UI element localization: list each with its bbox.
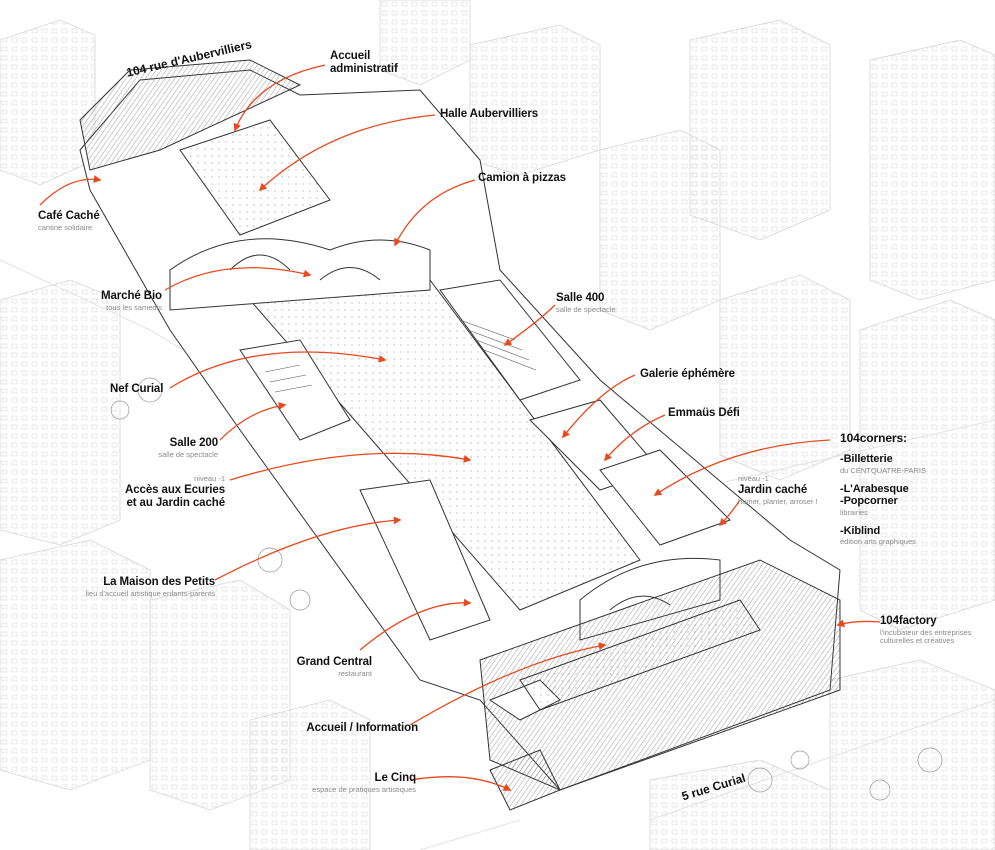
label-galerie-ephemere: Galerie éphémère [640,368,735,381]
label-nef-title: Nef Curial [110,383,164,395]
label-salle200-sub: salle de spectacle [158,449,218,459]
label-factory-sub: l'incubateur des entreprises culturelles… [880,627,972,646]
label-jardin-sub: humer, planter, arroser ! [738,497,818,507]
leader-marche [164,267,312,291]
label-le-cinq: Le Cinq espace de pratiques artistiques [266,772,416,794]
label-cafe-cache: Café Caché cantine solidaire [38,210,100,232]
leader-camion [394,179,476,247]
corner-kiblind: -Kiblind édition arts graphiques [840,525,926,547]
leader-corners [653,439,831,496]
leader-lines [39,64,881,791]
leader-salle400 [503,304,556,346]
label-marche-title: Marché Bio [101,290,162,302]
label-factory-title: 104factory [880,615,937,627]
label-104corners: 104corners: -Billetterie du CENTQUATRE-P… [840,431,926,547]
main-complex [79,59,841,811]
leader-ecuries [229,452,472,481]
label-halle-title: Halle Aubervilliers [440,108,539,120]
label-jardin-level: niveau -1 [738,474,769,483]
label-accueil-administratif: Accueil administratif [330,50,398,76]
label-galerie-title: Galerie éphémère [640,368,735,380]
corner-billetterie: -Billetterie du CENTQUATRE-PARIS [840,453,926,475]
leader-cafe [39,175,102,206]
label-salle-400: Salle 400 salle de spectacle [556,292,616,314]
corner-billetterie-sub: du CENTQUATRE-PARIS [840,465,926,475]
trees [110,377,943,801]
corner-kiblind-title: -Kiblind [840,525,881,538]
leader-jardin [718,499,741,527]
label-salle200-title: Salle 200 [169,437,218,449]
label-emmaus-title: Emmaüs Défi [668,407,740,419]
south-courtyard [519,599,761,711]
corner-arabesque-title: -L'Arabesque -Popcorner [840,483,909,508]
label-grand-title: Grand Central [296,656,372,668]
leader-halle [258,114,436,192]
label-maison-des-petits: La Maison des Petits lieu d'accueil arti… [40,576,216,598]
corner-billetterie-title: -Billetterie [840,453,893,466]
label-camion-pizzas: Camion à pizzas [478,172,566,185]
label-accueil-administratif-title: Accueil administratif [330,50,398,75]
leader-emmaus [604,414,666,462]
corner-arabesque-sub: librairies [840,507,868,517]
leader-factory [836,619,881,627]
leader-accueil-admin [233,64,326,132]
label-emmaus-defi: Emmaüs Défi [668,407,740,420]
label-maison-title: La Maison des Petits [103,576,215,588]
label-ecuries-title: Accès aux Ecuries et au Jardin caché [125,484,225,510]
leader-grand [359,598,472,651]
label-salle400-sub: salle de spectacle [556,304,616,314]
salle200-block [239,339,351,441]
label-grand-sub: restaurant [338,668,372,678]
label-grand-central: Grand Central restaurant [262,656,372,678]
label-jardin-cache: niveau -1 Jardin caché humer, planter, a… [738,474,818,507]
label-salle400-title: Salle 400 [556,292,605,304]
label-104factory: 104factory l'incubateur des entreprises … [880,615,971,646]
label-accueil-information: Accueil / Information [268,722,418,735]
leader-accueil-info [409,642,607,726]
label-maison-sub: lieu d'accueil artistique enfants-parent… [85,588,215,598]
label-marche-sub: tous les samedis [106,302,162,312]
leader-nef [169,351,387,389]
label-cafe-title: Café Caché [38,210,100,222]
label-halle-aubervilliers: Halle Aubervilliers [440,108,538,121]
corner-kiblind-sub: édition arts graphiques [840,537,916,547]
label-nef-curial: Nef Curial [110,383,163,396]
label-cinq-title: Le Cinq [374,772,417,784]
leader-maison [214,516,402,581]
label-camion-title: Camion à pizzas [478,172,566,184]
label-accueil-info-title: Accueil / Information [306,722,418,734]
label-acces-ecuries: niveau -1 Accès aux Ecuries et au Jardin… [100,474,225,510]
leader-salle200 [219,402,287,441]
label-cafe-sub: cantine solidaire [38,222,93,232]
corner-arabesque-popcorner: -L'Arabesque -Popcorner librairies [840,483,926,517]
label-ecuries-level: niveau -1 [194,474,225,483]
label-marche-bio: Marché Bio tous les samedis [62,290,162,312]
label-cinq-sub: espace de pratiques artistiques [312,784,416,794]
label-jardin-title: Jardin caché [738,484,808,497]
leader-cinq [409,776,512,791]
corners-title: 104corners: [840,431,907,445]
label-salle-200: Salle 200 salle de spectacle [118,437,218,459]
leader-galerie [562,374,636,439]
